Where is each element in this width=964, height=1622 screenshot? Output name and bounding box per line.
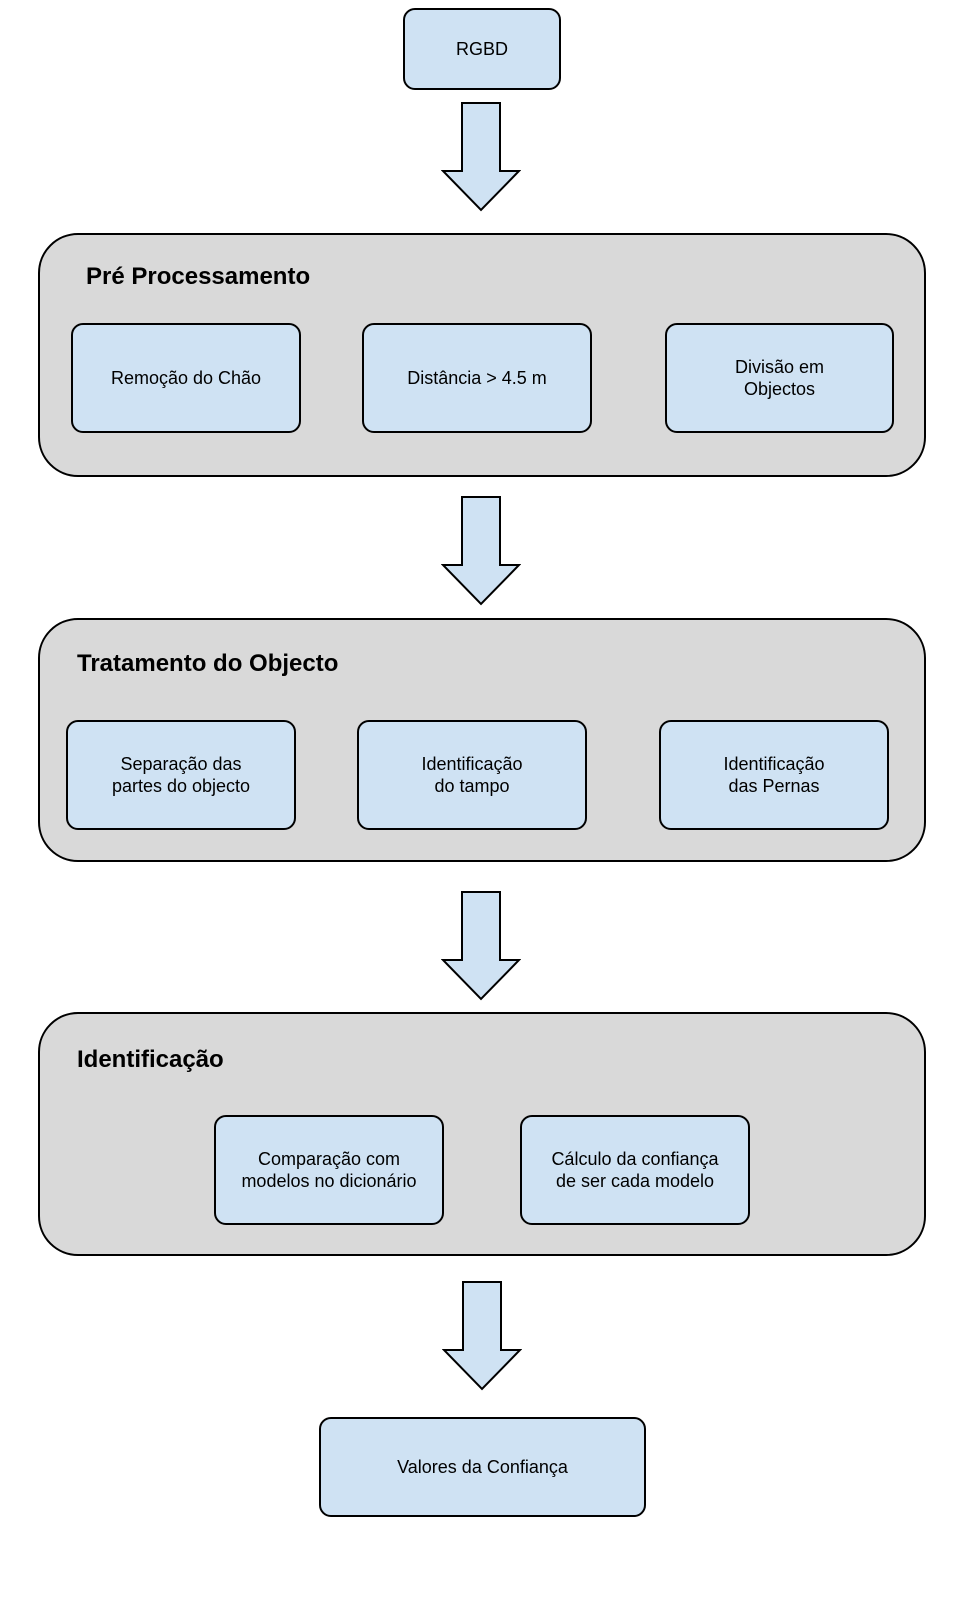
output-node-confidence-values: Valores da Confiança (319, 1417, 646, 1517)
stage-identification: Identificação (38, 1012, 926, 1256)
stage-identification-title: Identificação (77, 1046, 224, 1073)
flow-arrow-down-icon (441, 102, 521, 212)
step-confidence-calculation: Cálculo da confiança de ser cada modelo (520, 1115, 750, 1225)
flow-arrow-down-icon (441, 496, 521, 606)
stage-object-treatment-title: Tratamento do Objecto (77, 650, 339, 677)
stage-preprocessing-title: Pré Processamento (86, 263, 311, 290)
step-distance-filter: Distância > 4.5 m (362, 323, 592, 433)
step-object-division: Divisão em Objectos (665, 323, 894, 433)
step-model-comparison: Comparação com modelos no dicionário (214, 1115, 444, 1225)
step-legs-identification: Identificação das Pernas (659, 720, 889, 830)
flow-arrow-down-icon (442, 1281, 522, 1391)
step-floor-removal: Remoção do Chão (71, 323, 301, 433)
input-node-rgbd: RGBD (403, 8, 561, 90)
step-part-separation: Separação das partes do objecto (66, 720, 296, 830)
step-tabletop-identification: Identificação do tampo (357, 720, 587, 830)
flow-arrow-down-icon (441, 891, 521, 1001)
